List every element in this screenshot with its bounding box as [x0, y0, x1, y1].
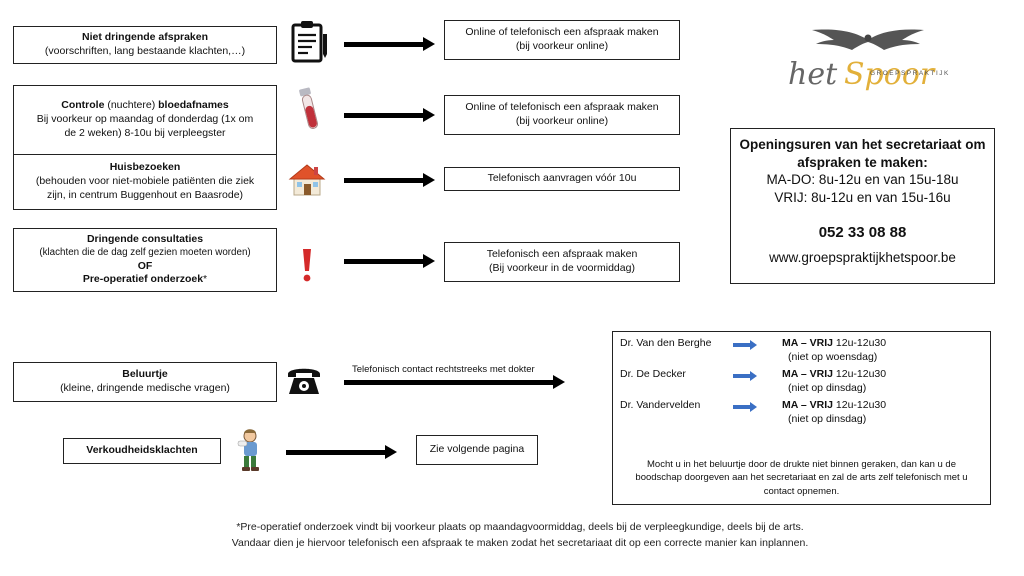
arrow-row3	[344, 173, 435, 187]
row3-title: Huisbezoeken	[109, 161, 181, 174]
footnote-line2: Vandaar dien je hiervoor telefonisch een…	[231, 537, 809, 550]
row4-subtitle: (klachten die de dag zelf gezien moeten …	[39, 246, 251, 258]
doctor-days: MA – VRIJ	[782, 399, 833, 411]
row1-subtitle: (voorschriften, lang bestaande klachten,…	[44, 45, 246, 57]
logo-word-right: Spoor	[844, 57, 935, 92]
row2-destination-line1: Online of telefonisch een afspraak maken	[465, 101, 659, 114]
row4-pre-op-label: Pre-operatief onderzoek	[82, 273, 204, 286]
row2-subtitle-line1: Bij voorkeur op maandag of donderdag (1x…	[36, 113, 254, 126]
doctor-note: (niet op dinsdag)	[788, 382, 867, 394]
row1-destination-line2: (bij voorkeur online)	[515, 40, 609, 52]
doctors-box: Dr. Van den Berghe MA – VRIJ 12u-12u30 (…	[612, 331, 991, 505]
row4-title: Dringende consultaties	[86, 232, 204, 245]
doctor-note-text: Mocht u in het beluurtje door de drukte …	[617, 458, 986, 498]
hours-fri: VRIJ: 8u-12u en van 15u-16u	[774, 189, 951, 205]
dringende-consultaties-box: Dringende consultaties (klachten die de …	[13, 228, 277, 292]
row4-destination-box: Telefonisch een afspraak maken (Bij voor…	[444, 242, 680, 282]
arrow-row5	[344, 375, 565, 389]
row6-destination-box: Zie volgende pagina	[416, 435, 538, 465]
doctor-note-line1: Mocht u in het beluurtje door de drukte …	[647, 459, 956, 470]
logo-word-left: het	[788, 57, 838, 92]
row3-destination-box: Telefonisch aanvragen vóór 10u	[444, 167, 680, 191]
doctor-time: 12u-12u30	[832, 337, 887, 349]
verkoudheidsklachten-box: Verkoudheidsklachten	[63, 438, 221, 464]
doctor-schedule: MA – VRIJ 12u-12u30	[782, 337, 886, 349]
phone-number: 052 33 08 88	[818, 224, 907, 242]
row2-title-part2: (nuchtere)	[104, 99, 159, 112]
row2-title: Controle (nuchtere) bloedafnames	[61, 99, 228, 113]
row6-title: Verkoudheidsklachten	[86, 444, 198, 457]
hours-mon-thu: MA-DO: 8u-12u en van 15u-18u	[766, 172, 959, 188]
doctor-row: Dr. Van den Berghe MA – VRIJ 12u-12u30 (…	[620, 337, 980, 367]
exclamation-icon	[300, 247, 314, 288]
logo-tagline: GROEPSPRAKTIJK	[870, 70, 950, 77]
row3-subtitle-line2: zijn, in centrum Buggenhout en Baasrode)	[46, 188, 244, 201]
doctor-time: 12u-12u30	[832, 399, 887, 411]
row2-destination-box: Online of telefonisch een afspraak maken…	[444, 95, 680, 135]
house-icon	[288, 162, 326, 203]
doctor-days: MA – VRIJ	[782, 337, 833, 349]
doctor-schedule: MA – VRIJ 12u-12u30	[782, 399, 886, 411]
doctor-name: Dr. De Decker	[620, 368, 686, 380]
row1-destination-line1: Online of telefonisch een afspraak maken	[465, 26, 659, 39]
row4-or: OF	[137, 259, 153, 272]
blue-arrow	[733, 340, 757, 350]
doctor-name: Dr. Van den Berghe	[620, 337, 712, 349]
row2-title-part3: bloedafnames	[158, 99, 229, 112]
logo: het Spoor GROEPSPRAKTIJK	[788, 55, 968, 103]
doctor-note-line2: boodschap doorgeven aan het secretariaat…	[635, 472, 968, 484]
row5-title: Beluurtje	[122, 368, 168, 381]
blue-arrow	[733, 402, 757, 412]
blue-arrow	[733, 371, 757, 381]
doctor-note: (niet op woensdag)	[788, 351, 878, 363]
clipboard-icon	[290, 20, 330, 69]
telephone-icon	[286, 364, 322, 401]
doctor-days: MA – VRIJ	[782, 368, 833, 380]
niet-dringende-afspraken-box: Niet dringende afspraken (voorschriften,…	[13, 26, 277, 64]
website[interactable]: www.groepspraktijkhetspoor.be	[769, 249, 956, 265]
beluurtje-box: Beluurtje (kleine, dringende medische vr…	[13, 362, 277, 402]
hours-title-line1: Openingsuren van het secretariaat om	[739, 137, 986, 152]
row4-pre-op-star: *	[203, 273, 208, 286]
caduceus-wings-icon	[808, 26, 928, 65]
opening-hours-box: Openingsuren van het secretariaat om afs…	[730, 128, 995, 284]
hours-title-line2: afspraken te maken:	[797, 154, 928, 170]
row1-destination-box: Online of telefonisch een afspraak maken…	[444, 20, 680, 60]
row2-destination-line2: (bij voorkeur online)	[515, 115, 609, 127]
arrow-row4	[344, 254, 435, 268]
row3-destination-line1: Telefonisch aanvragen vóór 10u	[487, 172, 637, 185]
arrow-row1	[344, 37, 435, 51]
arrow-row6	[286, 445, 397, 459]
bloedafnames-box: Controle (nuchtere) bloedafnames Bij voo…	[13, 85, 277, 155]
beluurtje-arrow-label: Telefonisch contact rechtstreeks met dok…	[352, 364, 535, 375]
doctor-note-line3: contact opnemen.	[763, 485, 840, 497]
huisbezoeken-box: Huisbezoeken (behouden voor niet-mobiele…	[13, 154, 277, 210]
row3-subtitle-line1: (behouden voor niet-mobiele patiënten di…	[35, 175, 255, 188]
blood-tube-icon	[296, 86, 322, 139]
row5-subtitle: (kleine, dringende medische vragen)	[60, 382, 230, 394]
footnote-line1: *Pre-operatief onderzoek vindt bij voork…	[236, 521, 804, 533]
row2-subtitle-line2: de 2 weken) 8-10u bij verpleegster	[64, 126, 226, 139]
doctor-row: Dr. De Decker MA – VRIJ 12u-12u30 (niet …	[620, 368, 980, 398]
row2-title-part1: Controle	[61, 99, 105, 112]
doctor-row: Dr. Vandervelden MA – VRIJ 12u-12u30 (ni…	[620, 399, 980, 429]
arrow-row2	[344, 108, 435, 122]
doctor-time: 12u-12u30	[832, 368, 887, 380]
doctor-note: (niet op dinsdag)	[788, 413, 867, 425]
row4-pre-op: Pre-operatief onderzoek*	[83, 273, 207, 287]
footnote: *Pre-operatief onderzoek vindt bij voork…	[140, 519, 900, 552]
row1-title: Niet dringende afspraken	[81, 31, 209, 44]
row4-destination-line1: Telefonisch een afspraak maken	[486, 248, 638, 261]
doctor-schedule: MA – VRIJ 12u-12u30	[782, 368, 886, 380]
doctor-name: Dr. Vandervelden	[620, 399, 701, 411]
sick-person-icon	[232, 428, 268, 477]
row4-destination-line2: (Bij voorkeur in de voormiddag)	[489, 262, 635, 274]
row6-destination: Zie volgende pagina	[429, 443, 525, 456]
